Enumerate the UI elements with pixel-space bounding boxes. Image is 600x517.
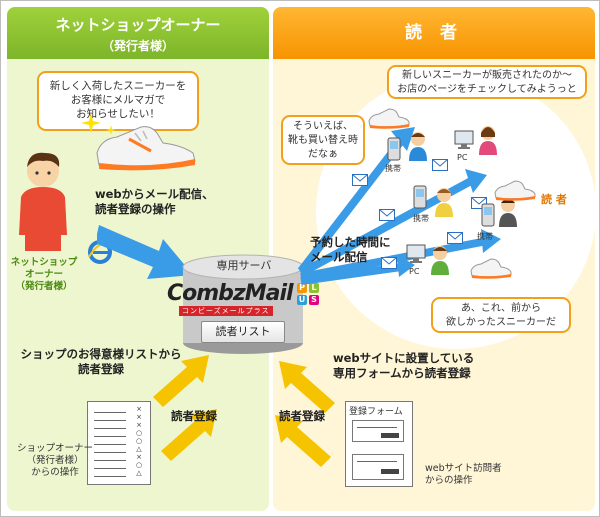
reader-circle: [316, 73, 595, 349]
sparkle-icon: [81, 113, 116, 135]
reader-list-button: 読者リスト: [201, 321, 285, 343]
delivery-label: 予約した時間に メール配信: [310, 235, 391, 264]
reader-speech-bubble-left: そういえば、 靴も買い替え時 だなぁ: [281, 115, 365, 165]
pc-label: PC: [457, 153, 468, 162]
sneaker-icon: [368, 108, 410, 129]
reader-person-icon: [431, 246, 449, 275]
logo-plus-u: U: [297, 295, 307, 305]
owner-person-icon: [19, 152, 67, 251]
reader-person-icon: [479, 126, 497, 155]
mobile-phone-icon: [413, 185, 427, 209]
sneaker-icon: [494, 180, 536, 201]
reader-speech-bubble-top: 新しいスニーカーが販売されたのか～ お店のページをチェックしてみようっと: [387, 65, 587, 99]
reader-person-icon: [409, 132, 427, 161]
phone-label: 携帯: [385, 164, 401, 173]
owner-speech-bubble: 新しく入荷したスニーカーを お客様にメルマガで お知らせしたい！: [37, 71, 199, 131]
reader-person-icon: [499, 198, 517, 227]
envelope-icon: [447, 232, 463, 244]
register-label-left: 読者登録: [171, 409, 217, 423]
form-field: [352, 420, 404, 442]
visitor-label: webサイト訪問者 からの操作: [425, 463, 502, 486]
doc-mark: ×: [136, 413, 142, 421]
register-arrows-left: [153, 355, 217, 461]
phone-label: 携帯: [477, 232, 493, 241]
combzmail-logo: CombzMail コンビーズメールプラス P L U S: [167, 281, 327, 321]
mobile-phone-icon: [481, 203, 495, 227]
form-field: [352, 454, 404, 480]
registration-form: 登録フォーム: [345, 401, 413, 487]
owner-panel-subtitle: （発行者様）: [101, 39, 174, 53]
reader-panel-header: 読 者: [273, 7, 595, 59]
envelope-icon: [379, 209, 395, 221]
operator-label: ショップオーナー （発行者様） からの操作: [16, 443, 93, 478]
doc-mark: ○: [135, 429, 143, 437]
pc-icon: [454, 130, 474, 149]
doc-mark: △: [136, 469, 142, 477]
sneaker-icon: [96, 126, 196, 171]
shop-list-label: ショップのお得意様リストから 読者登録: [20, 347, 182, 376]
owner-panel-header: ネットショップオーナー （発行者様）: [7, 7, 269, 59]
register-label-right: 読者登録: [279, 409, 325, 423]
envelope-icon: [471, 197, 487, 209]
logo-plus-l: L: [309, 283, 319, 293]
pc-label: PC: [409, 267, 420, 276]
send-arrow: [97, 225, 193, 279]
send-operation-label: webからメール配信、 読者登録の操作: [95, 187, 214, 216]
envelope-icon: [432, 159, 448, 171]
reader-person-icon: [435, 188, 453, 217]
phone-label: 携帯: [413, 214, 429, 223]
sneaker-icon: [470, 258, 512, 279]
form-title: 登録フォーム: [349, 407, 403, 417]
doc-mark: △: [136, 445, 142, 453]
owner-panel-title: ネットショップオーナー: [55, 16, 221, 34]
doc-mark: ○: [135, 461, 143, 469]
customer-list-document: × × × ○ ○ △ × ○ △: [87, 401, 151, 485]
doc-mark: ×: [136, 405, 142, 413]
register-arrows-right: [275, 361, 335, 467]
pc-icon: [406, 244, 426, 263]
logo-subtext: コンビーズメールプラス: [179, 306, 273, 316]
mobile-phone-icon: [387, 137, 401, 161]
web-form-label: webサイトに設置している 専用フォームから読者登録: [333, 351, 475, 380]
reader-speech-bubble-bottom: あ、これ、前から 欲しかったスニーカーだ: [431, 297, 571, 333]
owner-label: ネットショップ オーナー （発行者様）: [10, 257, 78, 292]
envelope-icon: [352, 174, 368, 186]
doc-mark: ×: [136, 421, 142, 429]
doc-mark: ○: [135, 437, 143, 445]
doc-mark: ×: [136, 453, 142, 461]
server-title: 専用サーバ: [216, 259, 272, 272]
readers-label: 読 者: [541, 193, 567, 206]
logo-plus-s: S: [309, 295, 319, 305]
envelope-icon: [381, 257, 397, 269]
logo-text: CombzMail: [167, 281, 294, 306]
logo-plus-p: P: [297, 283, 307, 293]
